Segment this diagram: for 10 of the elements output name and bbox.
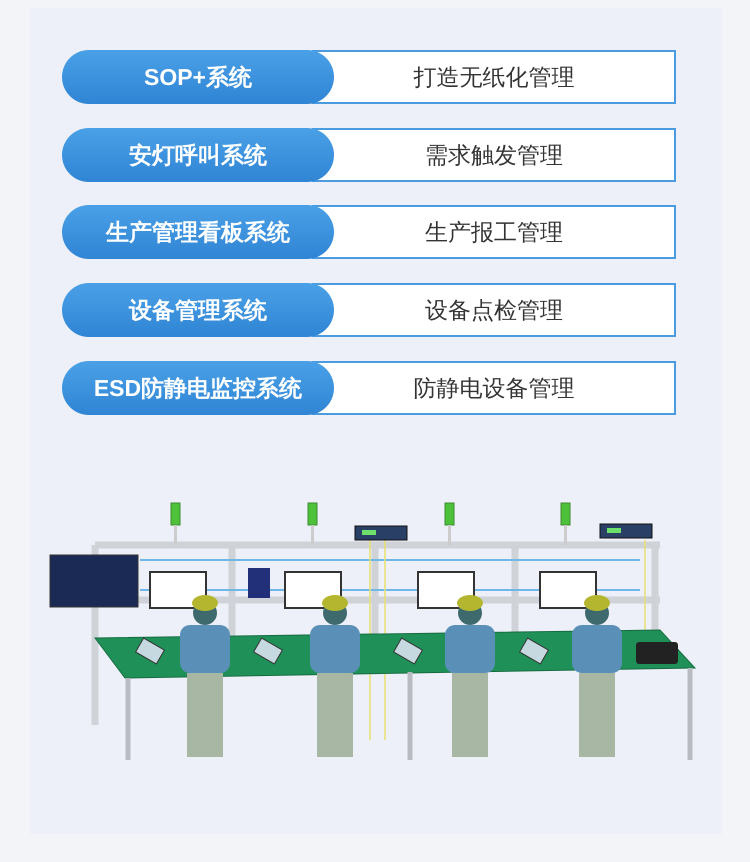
function-box: 防静电设备管理 xyxy=(312,361,676,415)
function-box: 打造无纸化管理 xyxy=(312,50,676,104)
system-name-label: ESD防静电监控系统 xyxy=(62,361,334,415)
function-box: 生产报工管理 xyxy=(312,205,676,259)
system-name-label: 设备管理系统 xyxy=(62,283,334,337)
function-box: 需求触发管理 xyxy=(312,128,676,182)
function-box: 设备点检管理 xyxy=(312,283,676,337)
system-name-label: 生产管理看板系统 xyxy=(62,205,334,259)
system-name-label: SOP+系统 xyxy=(62,50,334,104)
system-name-label: 安灯呼叫系统 xyxy=(62,128,334,182)
